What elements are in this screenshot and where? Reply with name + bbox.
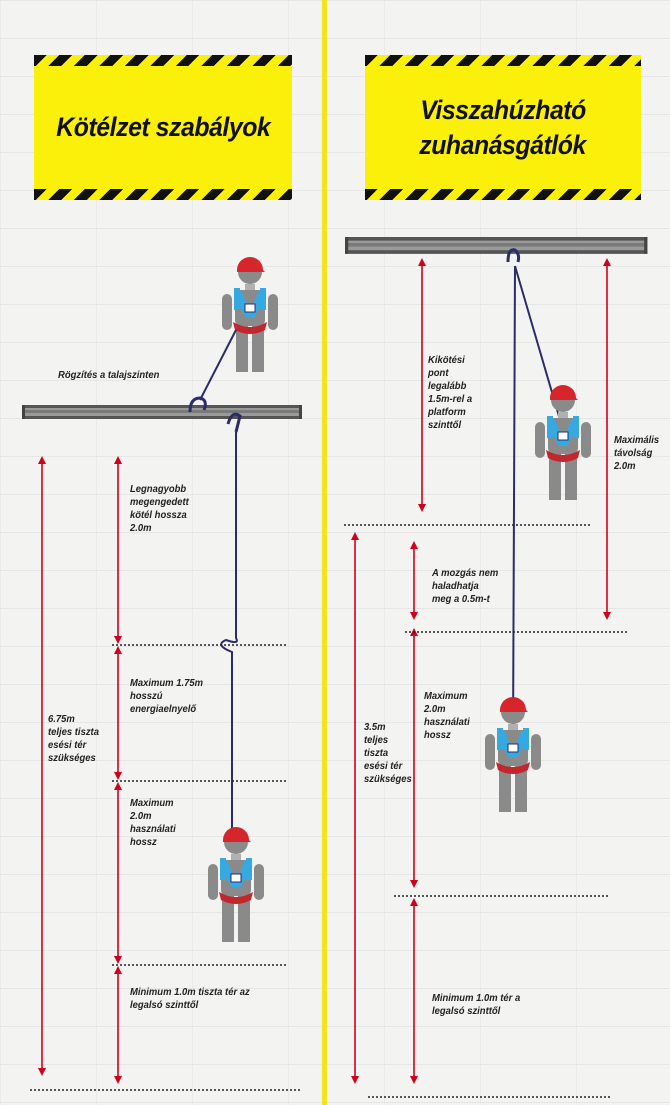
label-line: szinttől (428, 419, 462, 431)
panel-divider (322, 0, 327, 1105)
right-total-label: 3.5m teljes tiszta esési tér szükséges (364, 721, 412, 786)
absorber-label: Maximum 1.75m hosszú energiaelnyelő (130, 677, 203, 716)
left-title: Kötélzet szabályok (56, 112, 270, 142)
label-line: szükséges (48, 752, 96, 764)
label-line: használati (424, 716, 470, 728)
hazard-stripe (34, 189, 292, 200)
label-line: használati (130, 823, 176, 835)
label-line: Maximum (130, 797, 174, 809)
label-line: Kikötési (428, 354, 465, 366)
label-line: hosszú (130, 690, 163, 702)
right-beam (345, 237, 648, 254)
label-line: platform (428, 406, 466, 418)
movement-label: A mozgás nem haladhatja meg a 0.5m-t (432, 567, 498, 606)
hook-icon (226, 412, 242, 433)
label-line: 1.5m-rel a (428, 393, 473, 405)
hazard-stripe (365, 55, 641, 66)
left-title-banner: Kötélzet szabályok (34, 55, 292, 200)
label-line: Minimum 1.0m tiszta tér az (130, 986, 250, 998)
label-line: kötél hossza (130, 509, 187, 521)
hook-icon (188, 396, 207, 413)
label-line: hossz (130, 836, 157, 848)
label-line: 2.0m (424, 703, 446, 715)
anchor-point-label: Kikötési pont legalább 1.5m-rel a platfo… (428, 354, 472, 432)
hazard-stripe (34, 55, 292, 66)
anchor-label: Rögzítés a talajszinten (58, 369, 160, 381)
left-working-label: Maximum 2.0m használati hossz (130, 797, 176, 849)
label-line: Maximális (614, 434, 660, 446)
right-title-line1: Visszahúzható (420, 94, 586, 125)
label-line: pont (428, 367, 449, 379)
right-worker-top (534, 384, 592, 501)
hook-icon (506, 248, 521, 263)
right-clearance-label: Minimum 1.0m tér a legalsó szinttől (432, 992, 520, 1018)
left-beam (22, 405, 302, 419)
label-line: 6.75m (48, 713, 75, 725)
label-line: 2.0m (130, 810, 152, 822)
label-line: teljes tiszta (48, 726, 99, 738)
label-line: szükséges (364, 773, 412, 785)
label-line: teljes (364, 734, 389, 746)
label-line: energiaelnyelő (130, 703, 197, 715)
label-line: 2.0m (130, 522, 152, 534)
label-line: tiszta (364, 747, 389, 759)
left-anchor-lanyard (199, 329, 237, 401)
label-line: esési tér (48, 739, 87, 751)
left-worker-top (221, 256, 279, 373)
label-line: hossz (424, 729, 451, 741)
label-line: Maximum (424, 690, 468, 702)
right-working-label: Maximum 2.0m használati hossz (424, 690, 470, 742)
left-worker-bottom (207, 826, 265, 943)
label-line: Maximum 1.75m (130, 677, 204, 689)
max-distance-label: Maximális távolság 2.0m (614, 434, 659, 473)
label-line: esési tér (364, 760, 403, 772)
right-worker-bottom (484, 696, 542, 813)
label-line: megengedett (130, 496, 189, 508)
max-lanyard-label: Legnagyobb megengedett kötél hossza 2.0m (130, 483, 189, 535)
right-title-banner: Visszahúzható zuhanásgátlók (365, 55, 641, 200)
label-line: 3.5m (364, 721, 386, 733)
label-line: A mozgás nem (432, 567, 499, 579)
right-title-line2: zuhanásgátlók (419, 129, 587, 160)
label-line: haladhatja (432, 580, 479, 592)
label-line: legalsó szinttől (130, 999, 199, 1011)
label-line: Minimum 1.0m tér a (432, 992, 521, 1004)
right-rope-vertical (512, 265, 516, 741)
label-line: távolság (614, 447, 653, 459)
label-line: Legnagyobb (130, 483, 187, 495)
left-total-label: 6.75m teljes tiszta esési tér szükséges (48, 713, 99, 765)
label-line: meg a 0.5m-t (432, 593, 490, 605)
label-line: 2.0m (614, 460, 636, 472)
left-clearance-label: Minimum 1.0m tiszta tér az legalsó szint… (130, 986, 250, 1012)
label-line: legalább (428, 380, 467, 392)
left-rope (220, 432, 238, 840)
label-line: legalsó szinttől (432, 1005, 501, 1017)
hazard-stripe (365, 189, 641, 200)
